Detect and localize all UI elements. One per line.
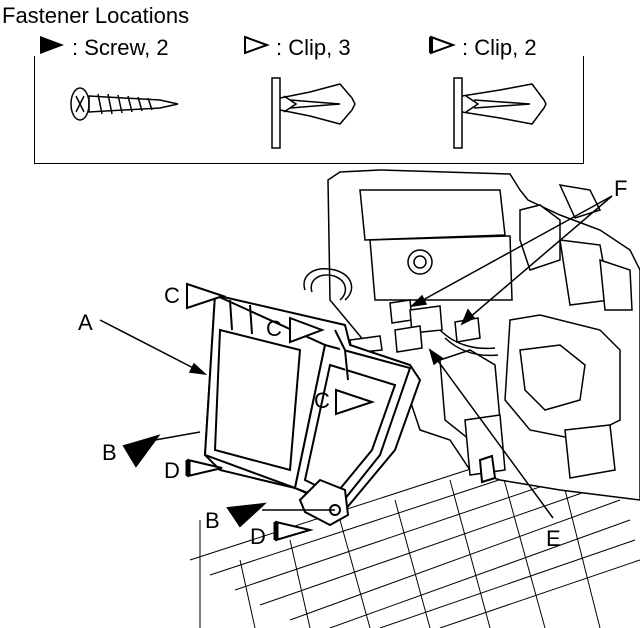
- connectors: [349, 299, 481, 354]
- callout-b-1: B: [102, 440, 117, 465]
- callout-c-2: C: [266, 316, 282, 341]
- fastener-symbols: [122, 282, 376, 542]
- legend-screw-label: : Screw, 2: [72, 35, 169, 60]
- removed-unit: [203, 293, 497, 527]
- clip-c-illustration: [271, 77, 356, 149]
- callout-c-3: C: [314, 388, 330, 413]
- diagram-title: Fastener Locations: [2, 3, 190, 28]
- harness-wire: [303, 268, 499, 357]
- screw-illustration: [70, 87, 179, 121]
- clip-c-marker-3: [335, 388, 376, 416]
- screw-marker-1: [122, 434, 161, 468]
- callout-e: E: [546, 526, 561, 551]
- clip-c-marker-1: [186, 282, 227, 310]
- callout-b-2: B: [205, 508, 220, 533]
- clip-c-marker-2: [289, 316, 325, 344]
- legend-clip-c-label: : Clip, 3: [276, 35, 351, 60]
- legend-screw: : Screw, 2: [38, 34, 169, 62]
- leader-lines: [99, 195, 613, 519]
- clip-d-illustration: [453, 77, 547, 149]
- callout-d-2: D: [250, 524, 266, 549]
- legend-clip-d: : Clip, 2: [428, 34, 537, 62]
- legend-clip-c: : Clip, 3: [242, 34, 351, 62]
- screw-marker-2: [226, 502, 267, 528]
- legend-clip-d-label: : Clip, 2: [462, 35, 537, 60]
- screw-symbol-icon: [38, 34, 66, 62]
- floor-hatching: [189, 439, 640, 628]
- callout-c-1: C: [164, 283, 180, 308]
- clip-d-marker-2: [275, 520, 314, 542]
- clip-c-symbol-icon: [242, 34, 270, 62]
- console-structure: [327, 169, 640, 501]
- legend-box: [34, 56, 584, 164]
- callout-d-1: D: [164, 458, 180, 483]
- clip-d-symbol-icon: [428, 34, 456, 62]
- callout-a: A: [78, 310, 93, 335]
- callout-f: F: [614, 176, 627, 201]
- callout-labels: A B B C C C D D E F: [78, 176, 627, 551]
